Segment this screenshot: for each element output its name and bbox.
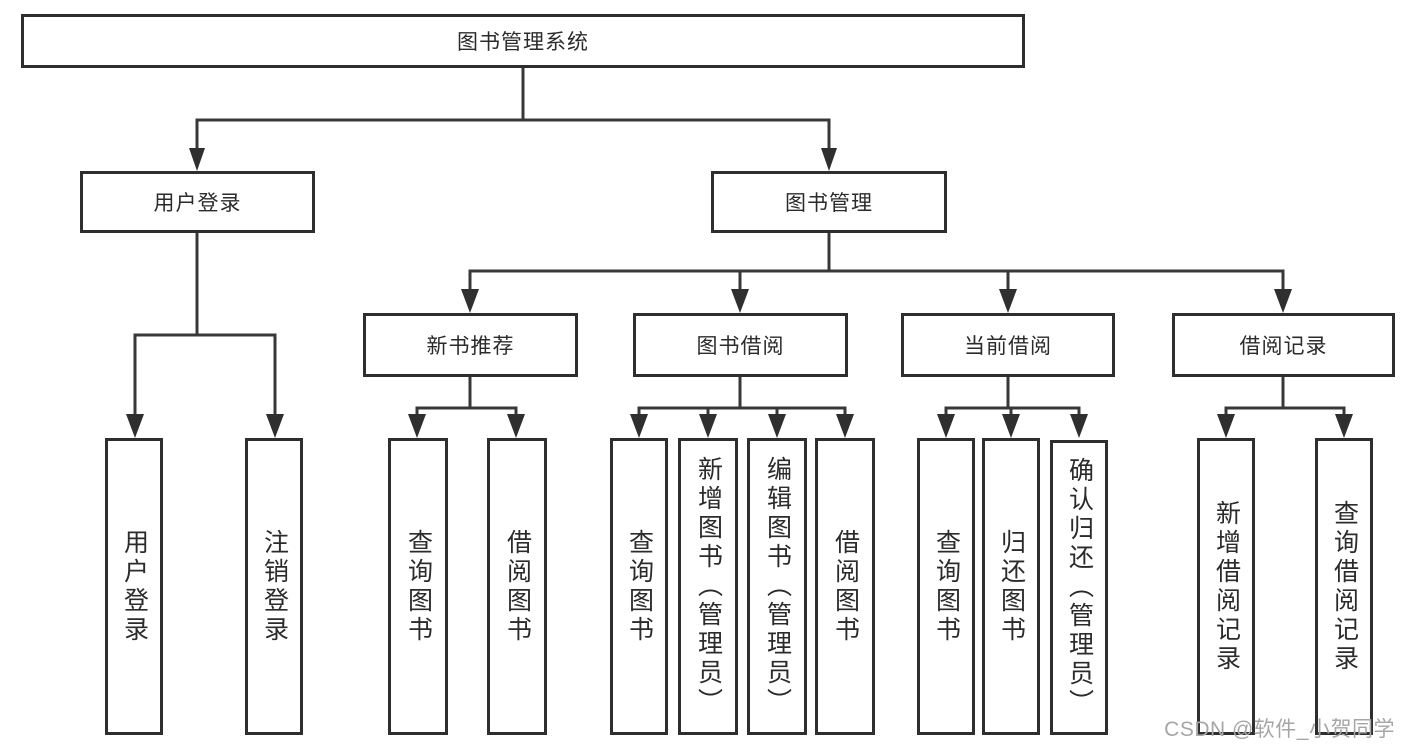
node-book-management-label: 图书管理 <box>785 192 873 215</box>
leaf-add-borrow-record: 新增借阅记录 <box>1197 438 1255 735</box>
leaf-query-books-borrow: 查询图书 <box>610 438 668 735</box>
leaf-edit-book-admin-label: 编辑图书（管理员） <box>763 456 792 717</box>
leaf-borrow-books-recommend-label: 借阅图书 <box>503 528 532 645</box>
node-book-management: 图书管理 <box>711 171 947 233</box>
node-current-borrow-label: 当前借阅 <box>964 335 1052 358</box>
leaf-borrow-books-recommend: 借阅图书 <box>487 438 547 735</box>
csdn-watermark: CSDN @软件_小贺同学 <box>1164 718 1395 741</box>
node-library-system-label: 图书管理系统 <box>457 31 589 54</box>
leaf-borrow-books: 借阅图书 <box>815 438 875 735</box>
leaf-add-book-admin: 新增图书（管理员） <box>678 438 738 735</box>
leaf-user-login: 用户登录 <box>105 438 163 735</box>
node-user-login-label: 用户登录 <box>153 192 242 215</box>
node-book-borrow-label: 图书借阅 <box>696 335 785 358</box>
node-user-login: 用户登录 <box>80 171 315 233</box>
leaf-return-books: 归还图书 <box>982 438 1040 735</box>
leaf-query-books-current-label: 查询图书 <box>932 528 961 645</box>
leaf-add-book-admin-label: 新增图书（管理员） <box>694 456 723 717</box>
node-library-system: 图书管理系统 <box>21 14 1025 68</box>
leaf-confirm-return-admin: 确认归还（管理员） <box>1050 440 1108 735</box>
leaf-return-books-label: 归还图书 <box>997 528 1026 645</box>
leaf-query-borrow-record: 查询借阅记录 <box>1315 438 1373 735</box>
node-new-book-recommend: 新书推荐 <box>363 313 578 377</box>
node-new-book-recommend-label: 新书推荐 <box>426 335 515 358</box>
leaf-query-borrow-record-label: 查询借阅记录 <box>1330 499 1359 674</box>
leaf-logout: 注销登录 <box>245 438 303 735</box>
leaf-borrow-books-label: 借阅图书 <box>831 528 860 645</box>
node-current-borrow: 当前借阅 <box>901 313 1115 377</box>
node-book-borrow: 图书借阅 <box>633 313 848 377</box>
leaf-logout-label: 注销登录 <box>260 528 289 645</box>
leaf-query-books-current: 查询图书 <box>917 438 975 735</box>
leaf-user-login-label: 用户登录 <box>120 528 149 645</box>
leaf-query-books-borrow-label: 查询图书 <box>625 528 654 645</box>
leaf-add-borrow-record-label: 新增借阅记录 <box>1212 499 1241 674</box>
leaf-query-books-recommend-label: 查询图书 <box>404 528 433 645</box>
leaf-query-books-recommend: 查询图书 <box>388 438 448 735</box>
leaf-confirm-return-admin-label: 确认归还（管理员） <box>1065 457 1094 718</box>
node-borrow-records-label: 借阅记录 <box>1239 335 1328 358</box>
node-borrow-records: 借阅记录 <box>1172 313 1395 377</box>
arrowheads <box>126 148 1353 438</box>
leaf-edit-book-admin: 编辑图书（管理员） <box>747 438 807 735</box>
